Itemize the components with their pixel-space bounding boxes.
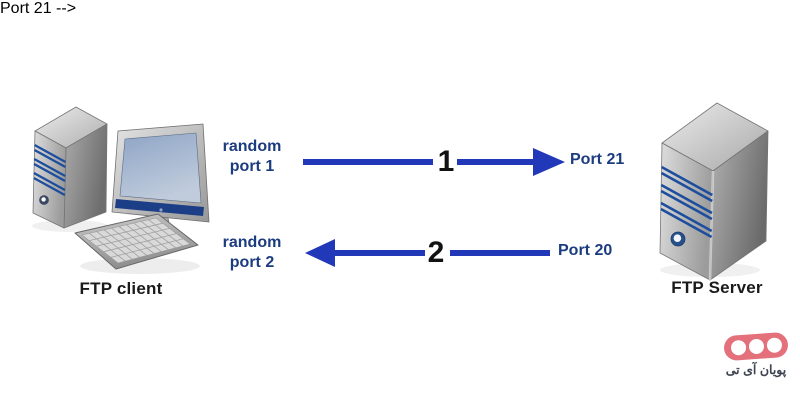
ftp-server-illustration bbox=[659, 102, 769, 281]
client-keyboard-icon bbox=[74, 213, 199, 270]
flow1-server-port-label: Port 21 bbox=[570, 151, 625, 168]
logo-three-circles-icon bbox=[723, 331, 789, 362]
ftp-client-illustration bbox=[32, 106, 210, 274]
flow2-client-port-label: random port 2 bbox=[202, 233, 302, 273]
monitor-bottom-strip bbox=[115, 199, 204, 216]
flow1-client-port-line2: port 1 bbox=[229, 158, 275, 175]
logo-circle-icon bbox=[747, 338, 765, 355]
flow2-client-port-line1: random bbox=[222, 234, 282, 251]
flow1-client-port-line1: random bbox=[222, 138, 282, 155]
client-tower-icon bbox=[32, 106, 108, 229]
flow2-step-number: 2 bbox=[427, 236, 445, 269]
logo-circle-icon bbox=[730, 339, 747, 356]
server-tower-icon bbox=[659, 102, 769, 281]
flow1-step-number: 1 bbox=[437, 145, 455, 178]
monitor-power-led bbox=[159, 208, 163, 212]
flow2-client-port-line2: port 2 bbox=[229, 254, 275, 271]
monitor-screen bbox=[119, 132, 202, 204]
logo-circle-icon bbox=[765, 337, 782, 354]
flow2-server-port-label: Port 20 bbox=[558, 242, 613, 259]
flow1-client-port-label: random port 1 bbox=[202, 137, 302, 177]
client-label: FTP client bbox=[79, 279, 163, 298]
keyboard-keys bbox=[89, 219, 184, 262]
brand-logo: پویان آی تی bbox=[714, 331, 798, 378]
flow2-arrow-left-icon bbox=[305, 239, 550, 267]
client-tower-stripes bbox=[33, 144, 67, 196]
flow1-arrow-right-icon bbox=[303, 148, 565, 176]
server-tower-stripes bbox=[660, 165, 713, 239]
server-label: FTP Server bbox=[671, 278, 763, 297]
brand-text: پویان آی تی bbox=[725, 363, 787, 377]
